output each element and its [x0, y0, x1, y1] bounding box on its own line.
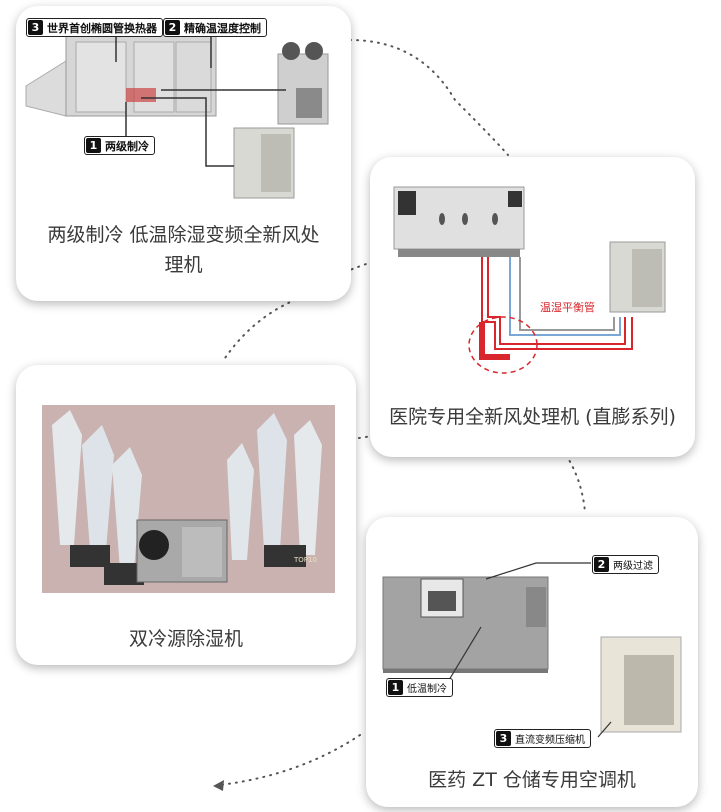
feature-tag-elliptical-tube: 3 世界首创椭圆管换热器 — [26, 18, 163, 37]
tag-label: 两级制冷 — [105, 139, 149, 153]
tag-number: 2 — [594, 557, 609, 572]
tag-label: 两级过滤 — [613, 561, 653, 572]
caption-line-1: 两级制冷 低温除湿变频全新风处 — [47, 224, 320, 246]
product-card-dual-source-dehumidifier[interactable]: TOP10 双冷源除湿机 — [16, 365, 356, 665]
product-card-two-stage-fresh-air-unit[interactable]: 3 世界首创椭圆管换热器 2 精确温湿度控制 1 两级制冷 两级制冷 低温除湿变… — [16, 6, 351, 301]
card-caption: 两级制冷 低温除湿变频全新风处 理机 — [16, 220, 351, 280]
storage-ac-illustration — [382, 562, 682, 738]
tag-label: 低温制冷 — [407, 684, 447, 695]
pipe-label: 温湿平衡管 — [540, 301, 595, 314]
fresh-air-unit-illustration — [25, 33, 329, 199]
card-caption: 医药 ZT 仓储专用空调机 — [428, 769, 636, 791]
hospital-unit-illustration — [393, 186, 666, 374]
caption-line-2: 理机 — [164, 254, 203, 276]
card-caption: 医院专用全新风处理机 (直膨系列) — [389, 406, 676, 428]
feature-tag-dc-inverter-compressor: 3 直流变频压缩机 — [494, 729, 591, 748]
feature-tag-two-stage-cooling: 1 两级制冷 — [84, 136, 155, 155]
feature-tag-precise-control: 2 精确温湿度控制 — [163, 18, 267, 37]
feature-tag-two-stage-filter: 2 两级过滤 — [592, 555, 659, 574]
product-card-hospital-fresh-air-unit[interactable]: 温湿平衡管 医院专用全新风处理机 (直膨系列) — [370, 157, 695, 457]
tag-label: 世界首创椭圆管换热器 — [47, 21, 157, 35]
tag-number: 3 — [496, 731, 511, 746]
trophy-label: TOP10 — [294, 556, 317, 564]
tag-label: 直流变频压缩机 — [515, 735, 585, 746]
tag-label: 精确温湿度控制 — [184, 21, 261, 35]
tag-number: 2 — [165, 20, 180, 35]
dehumidifier-trophies-photo — [42, 405, 335, 593]
tag-number: 1 — [388, 680, 403, 695]
feature-tag-low-temp-cooling: 1 低温制冷 — [386, 678, 453, 697]
product-card-pharma-storage-ac[interactable]: 2 两级过滤 1 低温制冷 3 直流变频压缩机 医药 ZT 仓储专用空调机 — [366, 517, 698, 807]
tag-number: 3 — [28, 20, 43, 35]
card-caption: 双冷源除湿机 — [128, 628, 243, 650]
tag-number: 1 — [86, 138, 101, 153]
